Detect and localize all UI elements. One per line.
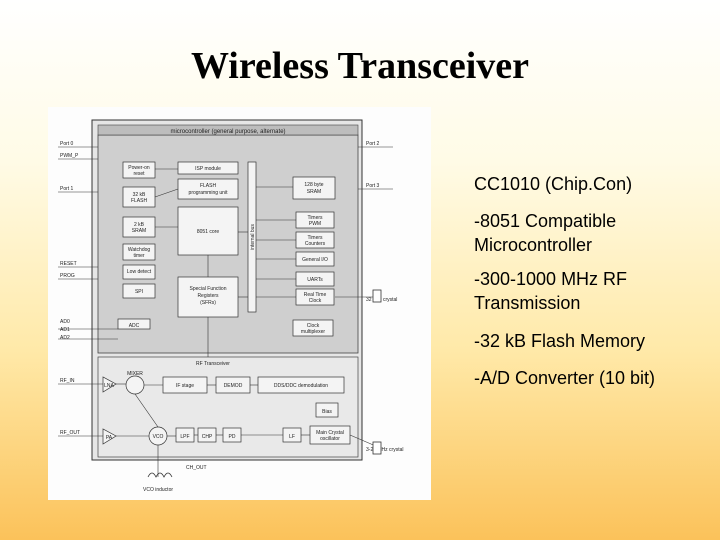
label-pd: PD: [229, 434, 236, 440]
svg-text:reset: reset: [133, 171, 145, 177]
label-if-stage: IF stage: [176, 383, 194, 389]
svg-text:FLASH: FLASH: [200, 183, 217, 189]
label-isp: ISP module: [195, 166, 221, 172]
svg-text:Timers: Timers: [307, 215, 323, 221]
pin-prog: PROG: [60, 273, 75, 279]
block-sfr: [177, 276, 239, 318]
svg-text:2 kB: 2 kB: [134, 222, 145, 228]
label-flash: FLASH: [131, 198, 148, 204]
inductor-icon: [147, 472, 173, 478]
bullet-item: -8051 Compatible Microcontroller: [474, 211, 617, 255]
pin-ad2: AD2: [60, 335, 70, 341]
label-watchdog: Watchdog: [128, 247, 151, 253]
block-xram: [292, 176, 336, 200]
label-spi: SPI: [135, 289, 143, 295]
pin-ch-out: CH_OUT: [186, 465, 207, 471]
block-lna: [102, 376, 117, 393]
label-main-osc: oscillator: [320, 436, 340, 442]
pin-ad0: AD0: [60, 319, 70, 325]
pin-main-xtal: 3-24 MHz crystal: [366, 447, 404, 453]
label-8051-core: 8051 core: [197, 229, 219, 235]
svg-text:Real Time: Real Time: [304, 292, 327, 298]
block-pa: [102, 428, 117, 445]
label-bias: Bias: [322, 409, 332, 415]
bullet-item: -A/D Converter (10 bit): [474, 368, 656, 388]
label-uarts: UARTs: [307, 277, 323, 283]
label-power-on-reset: Power-on: [128, 165, 150, 171]
pin-rf-out: RF_OUT: [60, 430, 80, 436]
block-diagram-figure: microcontroller (general purpose, altern…: [48, 107, 431, 500]
block-watchdog: [122, 243, 156, 261]
label-rtc: Clock: [309, 298, 322, 304]
label-timer-counter: Counters: [305, 241, 326, 247]
pin-port2: Port 2: [366, 141, 380, 147]
label-rf-transceiver: RF Transceiver: [196, 361, 230, 367]
label-lpf: LPF: [180, 434, 189, 440]
block-clk-mux: [292, 319, 334, 337]
label-adc: ADC: [129, 323, 140, 329]
svg-text:Registers: Registers: [197, 293, 219, 299]
label-chp: CHP: [202, 434, 213, 440]
label-lna: LNA: [104, 383, 114, 389]
svg-text:(SFRs): (SFRs): [200, 300, 216, 306]
bullet-item: -32 kB Flash Memory: [474, 331, 646, 351]
label-dsp: DDS/DDC demodulation: [274, 383, 328, 389]
crystal-main-icon: [372, 441, 382, 455]
svg-text:Timers: Timers: [307, 235, 323, 241]
mcu-header-label: microcontroller (general purpose, altern…: [170, 129, 285, 135]
label-timer-pwm: PWM: [309, 221, 321, 227]
block-spi: [122, 283, 156, 299]
block-adc: [117, 318, 151, 330]
block-8051-core: [177, 206, 239, 256]
block-mixer: [125, 375, 145, 395]
pin-port0: Port 0: [60, 141, 74, 147]
label-mixer: MIXER: [127, 371, 143, 377]
pin-port3: Port 3: [366, 183, 380, 189]
label-demod: DEMOD: [224, 383, 243, 389]
label-lf: LF: [289, 434, 295, 440]
block-diagram: microcontroller (general purpose, altern…: [48, 107, 431, 500]
pin-pwm: PWM_P: [60, 153, 79, 159]
pin-32khz: 32 kHz crystal: [366, 297, 397, 303]
svg-text:internal bus: internal bus: [250, 224, 256, 250]
block-low-detect: [122, 264, 156, 280]
label-pa: PA: [106, 435, 113, 441]
block-bias: [315, 402, 339, 418]
crystal-32khz-icon: [372, 289, 382, 303]
bullet-item: CC1010 (Chip.Con): [474, 174, 633, 194]
label-sram: SRAM: [132, 228, 146, 234]
pin-reset: RESET: [60, 261, 77, 267]
block-power-on-reset: [122, 161, 156, 179]
slide-title: Wireless Transceiver: [190, 45, 530, 87]
svg-text:timer: timer: [133, 253, 144, 259]
internal-bus: [247, 161, 257, 313]
pin-ad1: AD1: [60, 327, 70, 333]
svg-text:Main Crystal: Main Crystal: [316, 430, 344, 436]
label-sfr: Special Function: [190, 286, 227, 292]
pin-rf-in: RF_IN: [60, 378, 75, 384]
label-low-detect: Low detect: [127, 269, 152, 275]
label-clk-mux: multiplexer: [301, 329, 326, 335]
svg-text:Clock: Clock: [307, 323, 320, 329]
label-gp-io: General I/O: [302, 257, 328, 263]
bullet-item: -300-1000 MHz RF Transmission: [474, 269, 628, 313]
block-flash-prog: [177, 178, 239, 200]
label-xram: SRAM: [307, 189, 321, 195]
block-isp: [177, 161, 239, 175]
svg-text:32 kB: 32 kB: [133, 192, 146, 198]
pin-vco-inductor: VCO inductor: [143, 487, 173, 493]
label-flash-prog: programming unit: [189, 190, 229, 196]
label-vco: VCO: [153, 434, 164, 440]
svg-text:128 byte: 128 byte: [304, 182, 323, 188]
pin-port1: Port 1: [60, 186, 74, 192]
